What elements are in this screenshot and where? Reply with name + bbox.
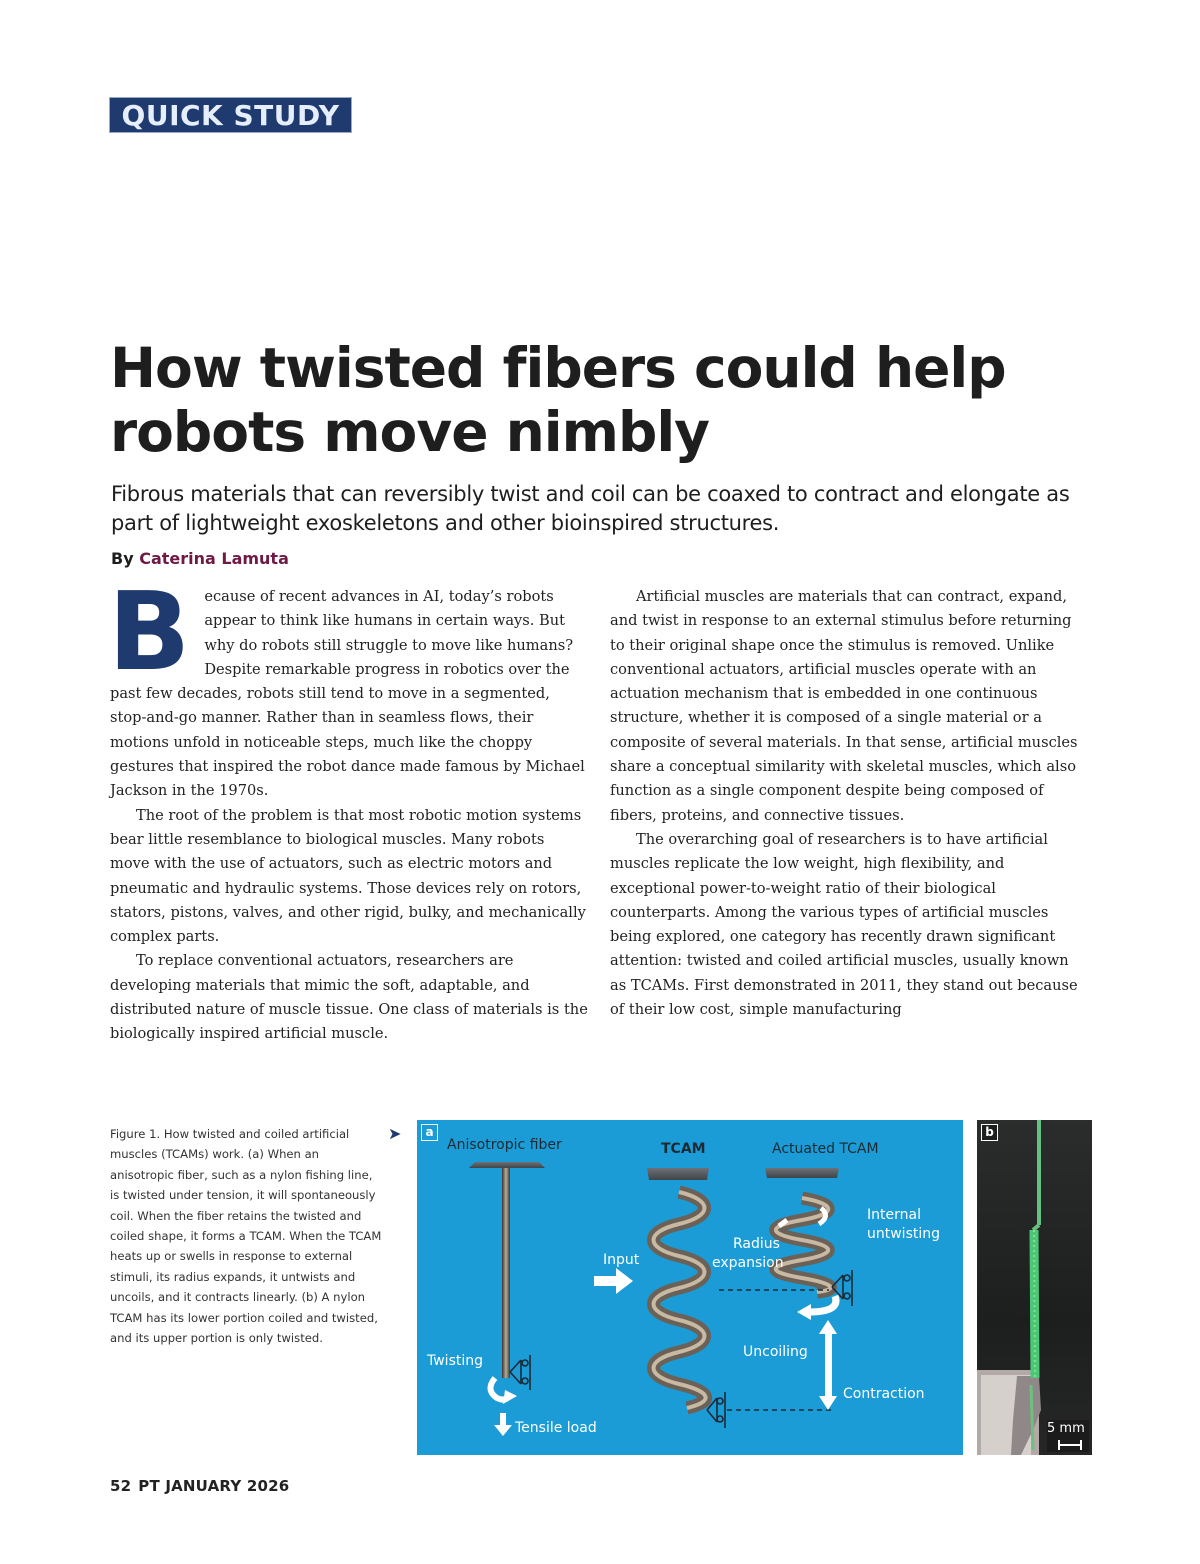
label-radius: Radius (733, 1236, 780, 1252)
drop-cap: B (108, 570, 191, 695)
label-tcam: TCAM (661, 1141, 706, 1157)
untwisting-arrow-icon (817, 1206, 828, 1227)
label-uncoiling: Uncoiling (743, 1344, 808, 1360)
support-icon (831, 1270, 853, 1306)
byline-prefix: By (111, 549, 140, 568)
byline: By Caterina Lamuta (111, 548, 289, 570)
label-twisting: Twisting (427, 1353, 484, 1369)
panel-label-b: b (981, 1124, 998, 1141)
input-arrow-icon (594, 1276, 618, 1286)
headline: How twisted fibers could help robots mov… (110, 336, 1007, 464)
author-name: Caterina Lamuta (139, 549, 289, 568)
paragraph: The overarching goal of researchers is t… (610, 830, 1078, 1019)
page-footer: 52 PT JANUARY 2026 (110, 1477, 289, 1495)
label-tensile-load: Tensile load (515, 1420, 597, 1436)
paragraph: The root of the problem is that most rob… (110, 806, 586, 946)
support-icon (509, 1355, 531, 1390)
mount-plate (469, 1162, 545, 1168)
section-kicker: QUICK STUDY (109, 97, 352, 133)
label-internal: Internal (867, 1207, 921, 1223)
figure-panel-a: a (417, 1120, 963, 1455)
label-anisotropic-fiber: Anisotropic fiber (447, 1137, 562, 1153)
tcam-diagram (469, 1162, 853, 1436)
label-untwisting: untwisting (867, 1226, 941, 1242)
uncoiling-arrow-icon (808, 1294, 840, 1316)
label-expansion: expansion (712, 1255, 784, 1271)
label-contraction: Contraction (843, 1386, 925, 1402)
nylon-tcam-photo (977, 1120, 1089, 1455)
fiber-rod (502, 1168, 510, 1378)
label-input: Input (603, 1252, 640, 1268)
paragraph: Artificial muscles are materials that ca… (610, 588, 1078, 824)
figure-panel-b: b 5 mm (977, 1120, 1092, 1455)
tensile-arrow-icon (500, 1413, 506, 1427)
deck: Fibrous materials that can reversibly tw… (111, 482, 1070, 535)
body-column-2: Artificial muscles are materials that ca… (610, 585, 1088, 1022)
support-icon (706, 1392, 726, 1428)
panel-label-a: a (421, 1124, 438, 1141)
figure-caption: Figure 1. How twisted and coiled artific… (110, 1127, 382, 1346)
contraction-arrow-icon (825, 1332, 832, 1398)
publication-date: PT JANUARY 2026 (138, 1477, 290, 1495)
page-number: 52 (110, 1477, 132, 1495)
label-actuated-tcam: Actuated TCAM (772, 1141, 879, 1157)
scale-bar-label: 5 mm (1047, 1421, 1085, 1436)
paragraph: To replace conventional actuators, resea… (110, 952, 588, 1043)
caption-arrow-icon: ➤ (388, 1124, 402, 1143)
